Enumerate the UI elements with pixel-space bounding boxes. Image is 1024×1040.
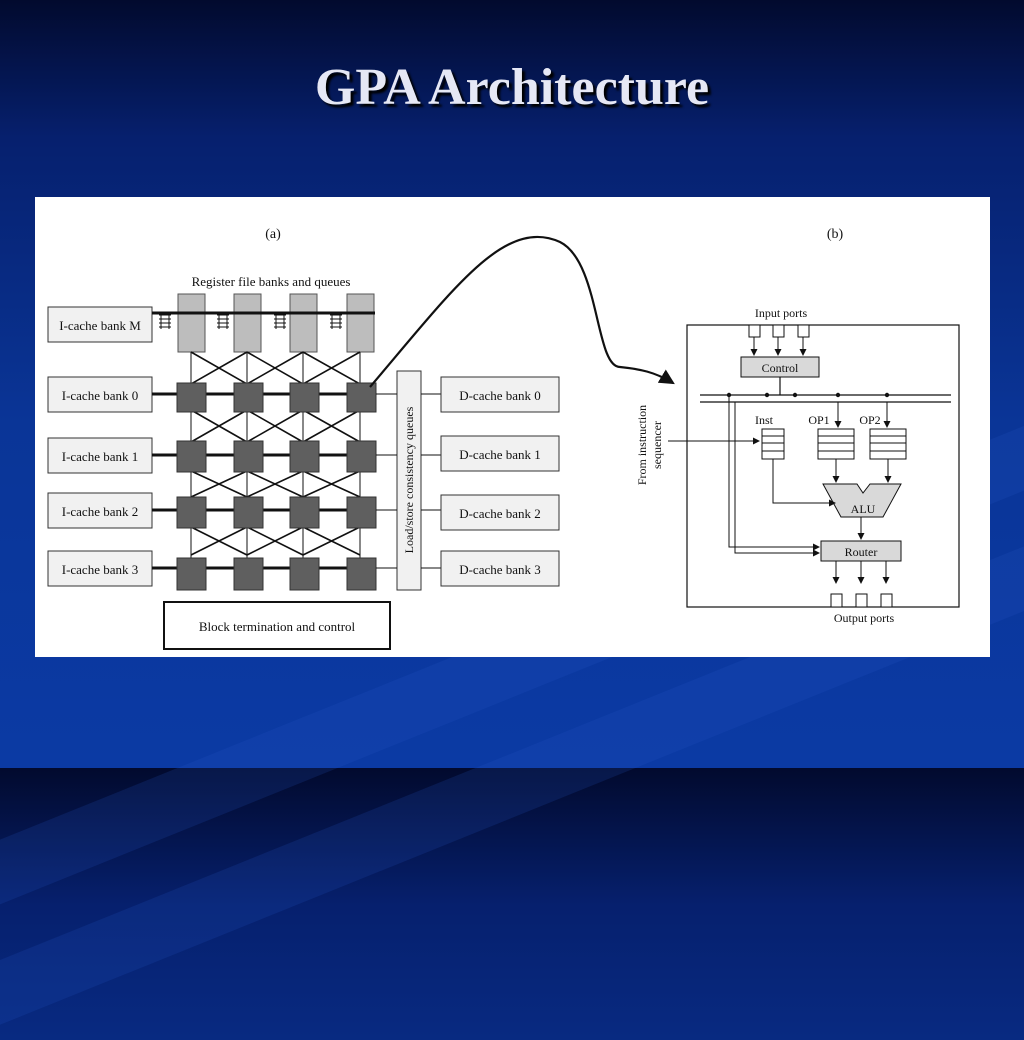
icache-bank-0-label: I-cache bank 0 bbox=[62, 388, 139, 403]
output-port-wires bbox=[832, 561, 890, 584]
register-file-label: Register file banks and queues bbox=[192, 274, 351, 289]
diagram-a: (a) Register file banks and queues I-cac… bbox=[47, 227, 560, 650]
output-ports-label: Output ports bbox=[834, 611, 895, 625]
alu-node bbox=[176, 382, 207, 413]
dcache-bank-1-label: D-cache bank 1 bbox=[459, 447, 541, 462]
alu-node-grid bbox=[176, 382, 377, 591]
queue-icon bbox=[159, 314, 342, 329]
icache-bank-0 bbox=[47, 376, 153, 413]
input-port-wires bbox=[750, 337, 807, 356]
dcache-bank-0-label: D-cache bank 0 bbox=[459, 388, 541, 403]
op1-label: OP1 bbox=[808, 413, 829, 427]
icache-bank-2-label: I-cache bank 2 bbox=[62, 504, 139, 519]
alu-node bbox=[233, 382, 264, 413]
dcache-bank-2-label: D-cache bank 2 bbox=[459, 506, 541, 521]
op2-buffer bbox=[869, 428, 907, 460]
from-sequencer-label-2: sequencer bbox=[650, 421, 664, 469]
block-termination-control bbox=[163, 601, 391, 650]
alu-input-wires bbox=[772, 459, 892, 540]
register-bank bbox=[233, 293, 262, 353]
alu-node bbox=[176, 496, 207, 529]
diagram-b: (b) Input ports Control F bbox=[635, 227, 960, 625]
alu-node bbox=[289, 440, 320, 473]
alu-node bbox=[346, 440, 377, 473]
control-label: Control bbox=[762, 361, 799, 375]
diagram-b-label: (b) bbox=[827, 227, 844, 242]
dcache-bank-3 bbox=[440, 550, 560, 587]
alu-node bbox=[289, 382, 320, 413]
alu-node bbox=[289, 496, 320, 529]
internal-bus bbox=[700, 377, 951, 403]
router-bypass-wires bbox=[728, 395, 820, 557]
register-bank bbox=[177, 293, 206, 353]
load-store-queue bbox=[396, 370, 422, 591]
output-ports bbox=[830, 593, 893, 608]
diagram-a-label: (a) bbox=[265, 227, 281, 242]
zoom-arrow bbox=[369, 235, 675, 388]
alu-label: ALU bbox=[851, 502, 876, 516]
register-bank bbox=[289, 293, 318, 353]
alu-node bbox=[176, 440, 207, 473]
alu-node-detail-frame bbox=[686, 324, 960, 608]
op1-buffer bbox=[817, 428, 855, 460]
inst-label: Inst bbox=[755, 413, 774, 427]
figure-panel: (a) Register file banks and queues I-cac… bbox=[35, 197, 990, 657]
dcache-connections bbox=[376, 393, 441, 569]
inst-buffer bbox=[761, 428, 785, 460]
interconnect-crossbar bbox=[190, 351, 361, 584]
dcache-bank-1 bbox=[440, 435, 560, 472]
alu-node bbox=[233, 440, 264, 473]
alu-node bbox=[233, 557, 264, 591]
input-ports bbox=[748, 324, 810, 338]
alu-unit bbox=[822, 483, 902, 518]
buffer-feed-wires bbox=[834, 402, 891, 428]
alu-node bbox=[233, 496, 264, 529]
register-bank bbox=[346, 293, 375, 353]
alu-node bbox=[346, 496, 377, 529]
load-store-queue-label: Load/store consistency queues bbox=[402, 406, 416, 553]
alu-node bbox=[346, 557, 377, 591]
dcache-bank-0 bbox=[440, 376, 560, 413]
icache-bank-3-label: I-cache bank 3 bbox=[62, 562, 139, 577]
op2-label: OP2 bbox=[859, 413, 880, 427]
router-label: Router bbox=[845, 545, 878, 559]
alu-node bbox=[176, 557, 207, 591]
dcache-bank-2 bbox=[440, 494, 560, 531]
architecture-diagram: (a) Register file banks and queues I-cac… bbox=[47, 227, 960, 650]
input-ports-label: Input ports bbox=[755, 306, 808, 320]
dcache-bank-3-label: D-cache bank 3 bbox=[459, 562, 541, 577]
from-sequencer-label-1: From instruction bbox=[635, 405, 649, 485]
icache-bank-m bbox=[47, 306, 153, 343]
icache-bank-1-label: I-cache bank 1 bbox=[62, 449, 139, 464]
slide-title: GPA Architecture bbox=[314, 59, 710, 116]
alu-node bbox=[289, 557, 320, 591]
alu-node bbox=[346, 382, 377, 413]
block-termination-label: Block termination and control bbox=[199, 619, 356, 634]
icache-bank-m-label: I-cache bank M bbox=[59, 318, 141, 333]
